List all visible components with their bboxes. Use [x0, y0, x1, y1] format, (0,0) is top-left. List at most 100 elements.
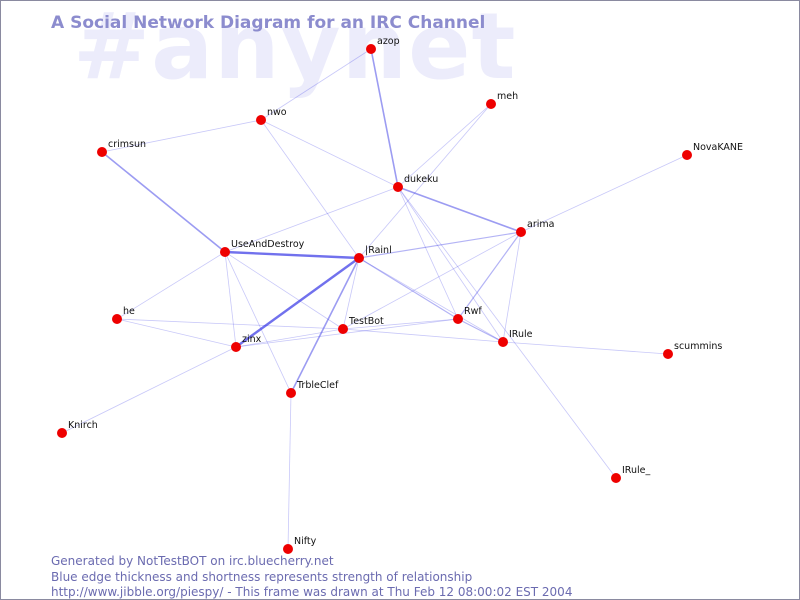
node-dot [682, 150, 692, 160]
node-dot [354, 253, 364, 263]
node-dot [283, 544, 293, 554]
node-label: arima [527, 219, 554, 230]
edge-meh-dukeku [397, 103, 492, 188]
node-label: he [123, 306, 135, 317]
edge-jRainl-IRule [358, 257, 504, 343]
node-dot [486, 99, 496, 109]
node-label: dukeku [404, 174, 438, 185]
node-dot [516, 227, 526, 237]
edge-jRainl-arima [358, 231, 522, 259]
node-UseAndDestroy: UseAndDestroy [220, 239, 305, 257]
node-nwo: nwo [256, 107, 287, 125]
node-label: Knirch [68, 420, 98, 431]
edge-jRainl-zinx [235, 257, 360, 348]
edge-jRainl-TrbleClef [290, 257, 360, 394]
node-zinx: zinx [231, 334, 262, 352]
edge-dukeku-arima [397, 186, 522, 233]
node-Nifty: Nifty [283, 536, 317, 554]
node-NovaKANE: NovaKANE [682, 142, 743, 160]
node-TestBot: TestBot [338, 316, 384, 334]
node-azop: azop [366, 36, 400, 54]
edge-nwo-jRainl [260, 119, 360, 259]
node-dot [286, 388, 296, 398]
edge-jRainl-TestBot [342, 257, 360, 330]
edge-dukeku-UseAndDestroy [224, 186, 399, 253]
edge-zinx-Rwf [235, 318, 459, 348]
edge-arima-Rwf [457, 231, 522, 320]
edge-azop-dukeku [370, 48, 399, 188]
node-label: meh [497, 91, 518, 102]
channel-watermark: #anynet [73, 0, 517, 100]
edge-arima-IRule [502, 231, 522, 343]
node-label: Rwf [464, 306, 482, 317]
edge-UseAndDestroy-zinx [224, 251, 237, 348]
diagram-title: A Social Network Diagram for an IRC Chan… [51, 13, 486, 33]
edge-crimsun-UseAndDestroy [101, 151, 226, 253]
edge-nwo-dukeku [260, 119, 399, 188]
footer-url-line: http://www.jibble.org/piespy/ - This fra… [51, 585, 573, 599]
edge-UseAndDestroy-TrbleClef [224, 251, 292, 394]
node-TrbleClef: TrbleClef [286, 380, 339, 398]
edge-TestBot-IRule [342, 328, 504, 343]
node-dot [231, 342, 241, 352]
edge-TrbleClef-Nifty [287, 392, 292, 550]
node-label: TestBot [348, 316, 384, 327]
node-label: nwo [267, 107, 287, 118]
edge-arima-TestBot [342, 231, 522, 330]
node-dot [611, 473, 621, 483]
node-dot [256, 115, 266, 125]
edge-IRule-scummins [502, 341, 669, 355]
node-dot [97, 147, 107, 157]
node-label: crimsun [108, 139, 146, 150]
edge-dukeku-IRule_ [397, 186, 617, 479]
node-dot [393, 182, 403, 192]
node-dot [112, 314, 122, 324]
edge-he-zinx [116, 318, 237, 348]
edge-TestBot-Rwf [342, 318, 459, 330]
edge-nwo-azop [260, 48, 372, 121]
node-meh: meh [486, 91, 518, 109]
nodes-layer: azop meh nwo crimsun NovaKANE dukeku arimaUseA… [57, 36, 743, 554]
node-label: UseAndDestroy [231, 239, 305, 250]
edge-zinx-TestBot [235, 328, 344, 348]
node-label: zinx [242, 334, 262, 345]
node-Knirch: Knirch [57, 420, 98, 438]
node-label: IRule [509, 329, 533, 340]
node-dot [498, 337, 508, 347]
edge-UseAndDestroy-he [116, 251, 226, 320]
node-dot [366, 44, 376, 54]
node-label: IRule_ [622, 465, 650, 476]
node-crimsun: crimsun [97, 139, 146, 157]
edge-NovaKANE-arima [520, 154, 688, 233]
edge-Rwf-IRule [457, 318, 504, 343]
edges-layer [61, 48, 688, 550]
node-label: scummins [674, 341, 722, 352]
edge-meh-jRainl [358, 103, 492, 259]
node-IRule: IRule [498, 329, 533, 347]
edge-dukeku-Rwf [397, 186, 459, 320]
node-Rwf: Rwf [453, 306, 482, 324]
footer-generator-line: Generated by NotTestBOT on irc.bluecherr… [51, 554, 334, 568]
node-dot [57, 428, 67, 438]
node-he: he [112, 306, 135, 324]
node-dot [663, 349, 673, 359]
node-arima: arima [516, 219, 554, 237]
edge-he-TestBot [116, 318, 344, 330]
edge-UseAndDestroy-TestBot [224, 251, 344, 330]
node-IRule_: IRule_ [611, 465, 650, 483]
footer-legend-line: Blue edge thickness and shortness repres… [51, 570, 473, 584]
node-dot [220, 247, 230, 257]
edge-dukeku-IRule [397, 186, 504, 343]
node-dot [453, 314, 463, 324]
node-label: Nifty [294, 536, 317, 547]
node-label: TrbleClef [296, 380, 339, 391]
edge-zinx-Knirch [61, 346, 237, 434]
node-label: azop [377, 36, 400, 47]
node-scummins: scummins [663, 341, 722, 359]
edge-jRainl-Rwf [358, 257, 459, 320]
node-jRainl: |Rainl [354, 245, 392, 263]
node-dot [338, 324, 348, 334]
edge-nwo-crimsun [101, 119, 262, 153]
